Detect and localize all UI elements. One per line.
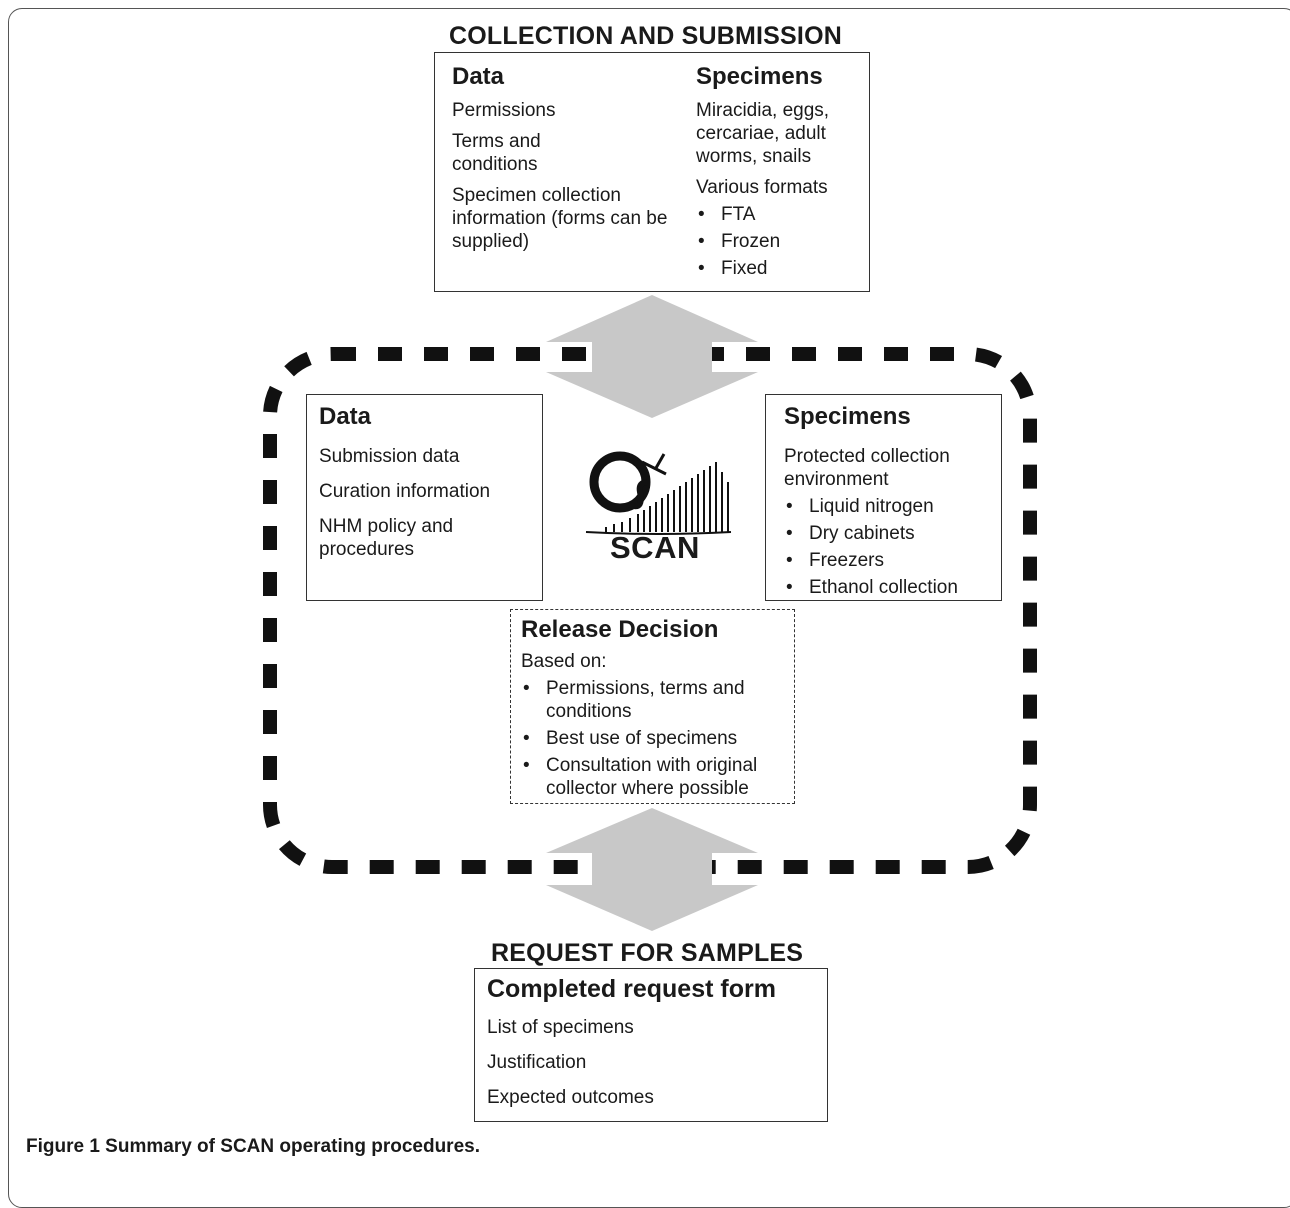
list-item: FTA <box>696 203 866 226</box>
request-form-item: Expected outcomes <box>487 1087 654 1108</box>
scan-data-item: Curation information <box>319 481 491 502</box>
list-item: Permissions, terms and conditions <box>521 677 784 723</box>
release-decision-box: Release Decision Based on: Permissions, … <box>510 609 795 804</box>
list-item: Fixed <box>696 257 866 280</box>
release-decision-heading: Release Decision <box>521 616 719 643</box>
collection-data-column: Data Permissions Terms and conditions Sp… <box>452 63 674 261</box>
collection-title: COLLECTION AND SUBMISSION <box>449 22 842 50</box>
scan-specimens-box: Specimens Protected collection environme… <box>765 394 1002 601</box>
scan-data-item: Submission data <box>319 446 460 467</box>
figure-caption-label: Figure 1 <box>26 1136 100 1157</box>
collection-data-item: Permissions <box>452 100 556 121</box>
collection-specimens-heading: Specimens <box>696 63 823 90</box>
list-item: Liquid nitrogen <box>784 495 983 518</box>
list-item: Frozen <box>696 230 866 253</box>
list-item: Consultation with original collector whe… <box>521 754 784 800</box>
scan-data-heading: Data <box>319 403 372 430</box>
scan-data-item: NHM policy and procedures <box>319 516 454 560</box>
diagram-shapes <box>263 295 1037 931</box>
figure-caption: Figure 1 Summary of SCAN operating proce… <box>26 1136 480 1158</box>
list-item: Dry cabinets <box>784 522 983 545</box>
collection-box: Data Permissions Terms and conditions Sp… <box>434 52 870 292</box>
scan-data-box: Data Submission data Curation informatio… <box>306 394 543 601</box>
release-decision-intro: Based on: <box>521 651 607 672</box>
top-double-arrow <box>546 295 758 418</box>
collection-formats-list: FTA Frozen Fixed <box>696 203 866 280</box>
scan-logo-graphic <box>585 451 732 535</box>
bottom-double-arrow <box>546 808 758 931</box>
request-form-item: Justification <box>487 1052 587 1073</box>
list-item: Best use of specimens <box>521 727 784 750</box>
release-decision-list: Permissions, terms and conditions Best u… <box>521 677 784 800</box>
request-form-item: List of specimens <box>487 1017 634 1038</box>
request-form-box: Completed request form List of specimens… <box>474 968 828 1122</box>
collection-specimens-column: Specimens Miracidia, eggs, cercariae, ad… <box>696 63 866 284</box>
request-title: REQUEST FOR SAMPLES <box>491 939 804 967</box>
scan-specimens-list: Liquid nitrogen Dry cabinets Freezers Et… <box>784 495 983 599</box>
collection-specimens-intro: Miracidia, eggs, cercariae, adult worms,… <box>696 100 830 167</box>
figure-caption-text: Summary of SCAN operating procedures. <box>99 1136 480 1157</box>
request-form-heading: Completed request form <box>487 975 776 1003</box>
list-item: Ethanol collection <box>784 576 983 599</box>
list-item: Freezers <box>784 549 983 572</box>
collection-formats-label: Various formats <box>696 177 828 198</box>
scan-logo-text: SCAN <box>610 530 700 565</box>
scan-specimens-intro: Protected collection environment <box>784 446 950 490</box>
collection-data-heading: Data <box>452 63 505 90</box>
scan-specimens-heading: Specimens <box>784 403 911 430</box>
collection-data-item: Terms and conditions <box>452 131 541 175</box>
collection-data-item: Specimen collection information (forms c… <box>452 185 668 252</box>
